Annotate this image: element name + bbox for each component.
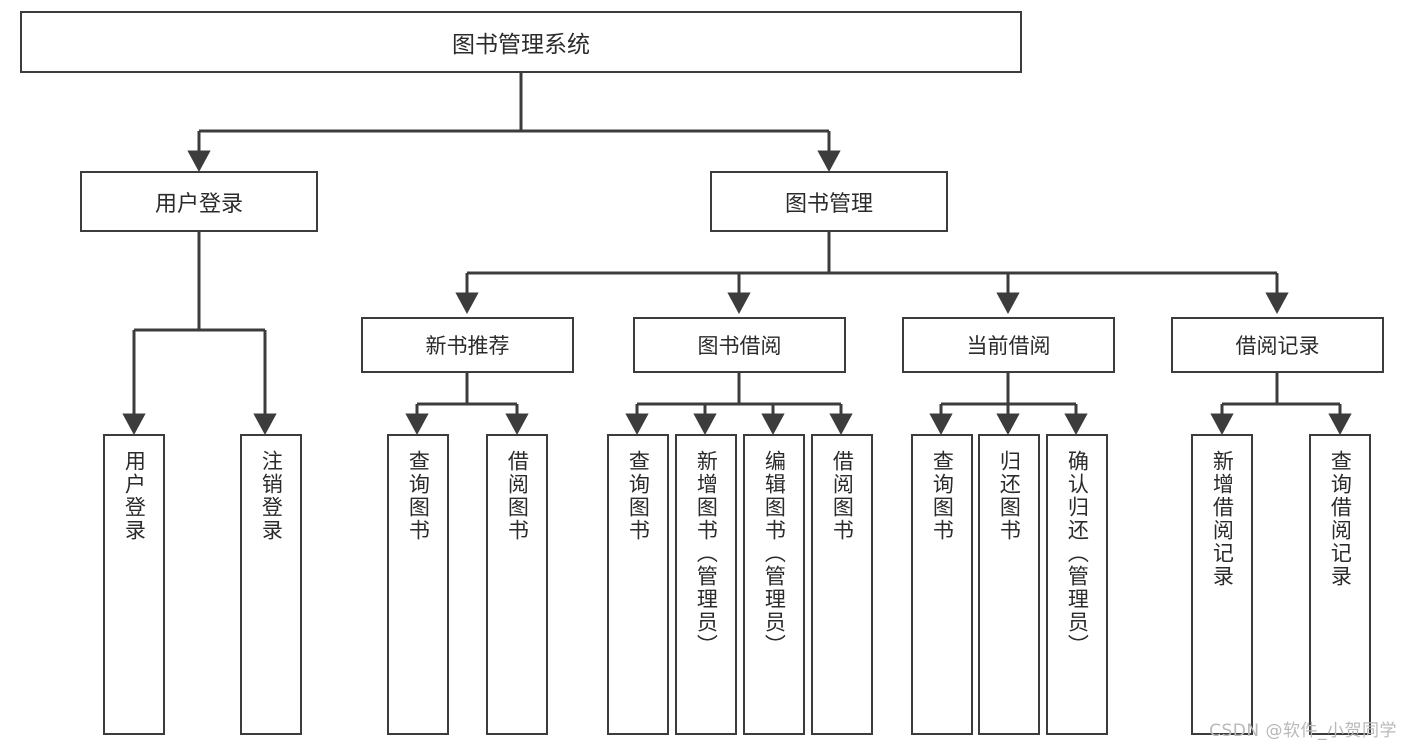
node-label: 图书管理	[784, 191, 873, 217]
node-leaf-add-borrow-record[interactable]: 新增借阅记录	[1191, 434, 1253, 735]
node-borrow-record[interactable]: 借阅记录	[1171, 317, 1384, 373]
node-leaf-edit-book-admin[interactable]: 编辑图书（管理员）	[743, 434, 805, 735]
node-leaf-user-logout[interactable]: 注销登录	[240, 434, 302, 735]
node-label: 新书推荐	[425, 334, 510, 358]
node-leaf-query-book-1[interactable]: 查询图书	[387, 434, 449, 735]
node-leaf-borrow-book-1[interactable]: 借阅图书	[486, 434, 548, 735]
node-leaf-confirm-return-admin[interactable]: 确认归还（管理员）	[1046, 434, 1108, 735]
csdn-watermark: CSDN @软件_小贺同学	[1209, 721, 1397, 741]
node-root-book-management-system[interactable]: 图书管理系统	[20, 11, 1022, 73]
node-user-login[interactable]: 用户登录	[80, 171, 318, 232]
node-label: 借阅图书	[505, 450, 530, 542]
node-label: 当前借阅	[966, 334, 1051, 358]
node-label: 借阅图书	[830, 450, 855, 542]
node-label: 借阅记录	[1235, 334, 1320, 358]
node-label: 查询图书	[930, 450, 955, 542]
node-label: 新增图书（管理员）	[694, 450, 719, 657]
node-label: 注销登录	[259, 450, 284, 542]
node-label: 新增借阅记录	[1210, 450, 1235, 588]
node-label: 用户登录	[122, 450, 147, 542]
node-label: 编辑图书（管理员）	[762, 450, 787, 657]
node-label: 确认归还（管理员）	[1065, 450, 1090, 657]
node-leaf-user-login[interactable]: 用户登录	[103, 434, 165, 735]
node-leaf-return-book[interactable]: 归还图书	[978, 434, 1040, 735]
node-leaf-add-book-admin[interactable]: 新增图书（管理员）	[675, 434, 737, 735]
node-new-book-recommend[interactable]: 新书推荐	[361, 317, 574, 373]
node-leaf-query-book-2[interactable]: 查询图书	[607, 434, 669, 735]
node-leaf-query-book-3[interactable]: 查询图书	[911, 434, 973, 735]
node-label: 图书管理系统	[452, 32, 590, 58]
node-book-borrow[interactable]: 图书借阅	[633, 317, 846, 373]
node-leaf-query-borrow-record[interactable]: 查询借阅记录	[1309, 434, 1371, 735]
node-label: 查询图书	[406, 450, 431, 542]
node-leaf-borrow-book-2[interactable]: 借阅图书	[811, 434, 873, 735]
node-label: 查询图书	[626, 450, 651, 542]
node-label: 图书借阅	[697, 334, 782, 358]
node-book-management[interactable]: 图书管理	[710, 171, 948, 232]
node-current-borrow[interactable]: 当前借阅	[902, 317, 1115, 373]
node-label: 用户登录	[154, 191, 243, 217]
node-label: 归还图书	[997, 450, 1022, 542]
node-label: 查询借阅记录	[1328, 450, 1353, 588]
